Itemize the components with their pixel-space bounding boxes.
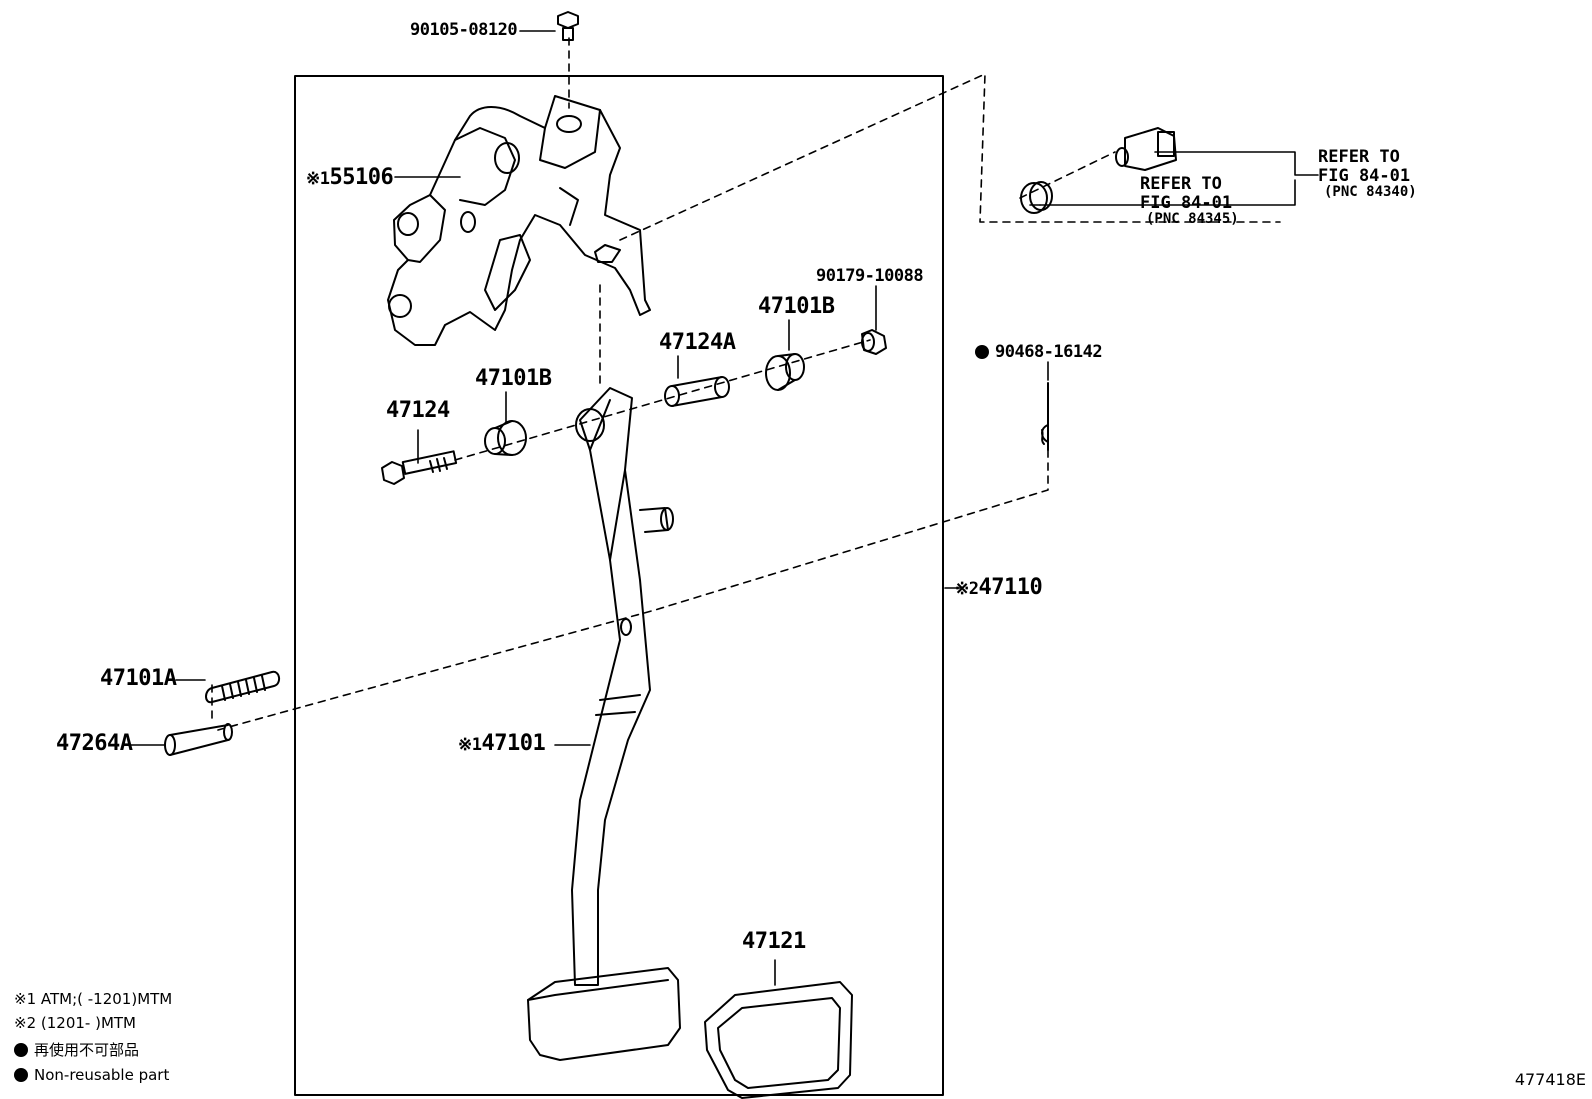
assembly-frame (294, 75, 944, 1096)
mark-1-arm-text: ※1 (458, 735, 482, 755)
label-47121[interactable]: 47121 (742, 929, 806, 954)
pedal-arm-47101-icon (571, 387, 674, 986)
label-90105-08120[interactable]: 90105-08120 (410, 20, 518, 40)
refer-lower-line1: REFER TO (1140, 174, 1222, 194)
label-47101b-left[interactable]: 47101B (475, 366, 552, 391)
bush-47101b-right-icon (765, 353, 805, 391)
spring-47101a-icon (205, 670, 280, 704)
refer-upper-pnc: (PNC 84340) (1324, 184, 1417, 201)
legend-jp: 再使用不可部品 (14, 1043, 139, 1058)
label-90179-10088[interactable]: 90179-10088 (816, 266, 924, 286)
legend-en: Non-reusable part (14, 1068, 169, 1083)
mark-2-text: ※2 (955, 579, 979, 599)
label-47101[interactable]: 47101 (481, 731, 546, 756)
label-55106-mark: ※155106 (306, 165, 394, 190)
label-47124[interactable]: 47124 (386, 398, 450, 423)
refer-lower[interactable]: REFER TO FIG 84-01 (PNC 84345) (1140, 175, 1239, 228)
clip-pin-90468-icon (1041, 382, 1049, 451)
label-90468-16142-text[interactable]: 90468-16142 (995, 342, 1103, 362)
label-90468-16142: 90468-16142 (975, 342, 1103, 362)
footnote-1: ※1 ATM;( -1201)MTM (14, 990, 173, 1008)
refer-upper[interactable]: REFER TO FIG 84-01 (PNC 84340) (1318, 148, 1417, 201)
label-47101a[interactable]: 47101A (100, 666, 177, 691)
bracket-55106-icon (387, 95, 651, 346)
refer-lower-line2: FIG 84-01 (1140, 192, 1233, 213)
cushion-icon (1020, 181, 1053, 214)
label-47110-mark: ※247110 (955, 575, 1043, 600)
footnote-2: ※2 (1201- )MTM (14, 1014, 136, 1032)
pedal-pad-installed-icon (527, 967, 681, 1061)
legend-en-text: Non-reusable part (34, 1066, 170, 1084)
pin-47264a-icon (164, 723, 233, 756)
refer-upper-line1: REFER TO (1318, 147, 1400, 167)
label-47124a[interactable]: 47124A (659, 330, 736, 355)
refer-upper-line2: FIG 84-01 (1318, 165, 1411, 186)
label-47101-mark: ※147101 (458, 731, 546, 756)
collar-47124a-icon (664, 376, 730, 407)
label-47110[interactable]: 47110 (978, 575, 1043, 600)
nut-90179-icon (861, 329, 887, 355)
bush-47101b-left-icon (484, 420, 527, 456)
mark-1-text: ※1 (306, 169, 330, 189)
non-reusable-dot-icon (975, 345, 989, 359)
label-47264a[interactable]: 47264A (56, 731, 133, 756)
stop-lamp-switch-icon (1115, 127, 1177, 171)
bolt-90105-icon (557, 11, 579, 41)
label-47101b-right[interactable]: 47101B (758, 294, 835, 319)
figure-code: 477418E (1514, 1070, 1586, 1089)
pedal-pad-47121-icon (704, 981, 853, 1099)
legend-dot-en-icon (14, 1068, 28, 1082)
legend-jp-text: 再使用不可部品 (34, 1041, 140, 1059)
refer-lower-pnc: (PNC 84345) (1146, 211, 1239, 228)
bolt-47124-icon (381, 450, 458, 485)
label-55106[interactable]: 55106 (329, 165, 394, 190)
legend-dot-icon (14, 1043, 28, 1057)
